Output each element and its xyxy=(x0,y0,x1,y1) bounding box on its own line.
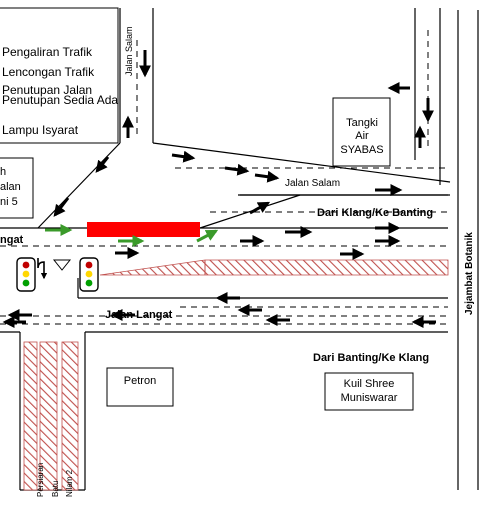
label-batu: Batu xyxy=(51,481,60,497)
svg-text:Tangki: Tangki xyxy=(346,117,378,129)
diversion-arrows xyxy=(45,224,219,247)
traffic-light-icon xyxy=(79,257,99,292)
label-dari-klang: Dari Klang/Ke Banting xyxy=(317,207,433,219)
legend-item-diversion: Lencongan Trafik xyxy=(2,65,95,79)
yield-triangle-icon xyxy=(52,259,72,271)
label-jalan-langat-top: ngat xyxy=(0,234,24,246)
existing-closure-side-3 xyxy=(61,341,79,491)
traffic-light-icon xyxy=(16,257,36,292)
tangki-label: Tangki Air SYABAS xyxy=(340,117,383,156)
left-partial-text: h alan ni 5 xyxy=(0,166,21,208)
road-closure xyxy=(87,222,200,237)
legend-item-existing-closure: Penutupan Sedia Ada xyxy=(2,93,118,107)
label-nilam: Nilam 2 xyxy=(65,469,74,497)
svg-text:SYABAS: SYABAS xyxy=(340,144,383,156)
petron-label: Petron xyxy=(124,375,156,387)
left-partial-box xyxy=(0,157,34,219)
svg-text:h: h xyxy=(0,166,6,178)
legend-item-flow: Pengaliran Trafik xyxy=(2,45,93,59)
legend-item-traffic-light: Lampu Isyarat xyxy=(2,123,79,137)
existing-closure-side-1 xyxy=(23,341,38,491)
road-edges xyxy=(0,8,479,491)
existing-closure-main xyxy=(99,259,449,276)
legend: Pengaliran Trafik Lencongan Trafik Penut… xyxy=(2,45,118,137)
label-dari-banting: Dari Banting/Ke Klang xyxy=(313,352,429,364)
petron-box xyxy=(106,367,174,407)
svg-text:ni 5: ni 5 xyxy=(0,196,18,208)
label-jalan-salam: Jalan Salam xyxy=(285,178,340,189)
label-persiaran: Persiaran xyxy=(36,463,45,497)
svg-text:Air: Air xyxy=(355,130,369,142)
flow-arrows xyxy=(2,50,436,328)
legend-box xyxy=(0,7,119,144)
svg-text:Muniswarar: Muniswarar xyxy=(341,392,398,404)
tangki-box xyxy=(332,97,391,167)
kuil-box xyxy=(324,372,414,411)
u-turn-arrow xyxy=(37,258,48,280)
kuil-label: Kuil Shree Muniswarar xyxy=(341,378,398,404)
svg-text:alan: alan xyxy=(0,181,21,193)
label-jejambat: Jejambat Botanik xyxy=(464,232,475,315)
label-jalan-salam-vertical: Jalan Salam xyxy=(124,26,134,76)
lane-markings xyxy=(0,30,448,325)
label-jalan-langat: Jalan Langat xyxy=(105,309,173,321)
svg-text:Kuil Shree: Kuil Shree xyxy=(344,378,395,390)
existing-closure-side-2 xyxy=(39,341,58,491)
legend-item-closure: Penutupan Jalan xyxy=(2,83,92,97)
